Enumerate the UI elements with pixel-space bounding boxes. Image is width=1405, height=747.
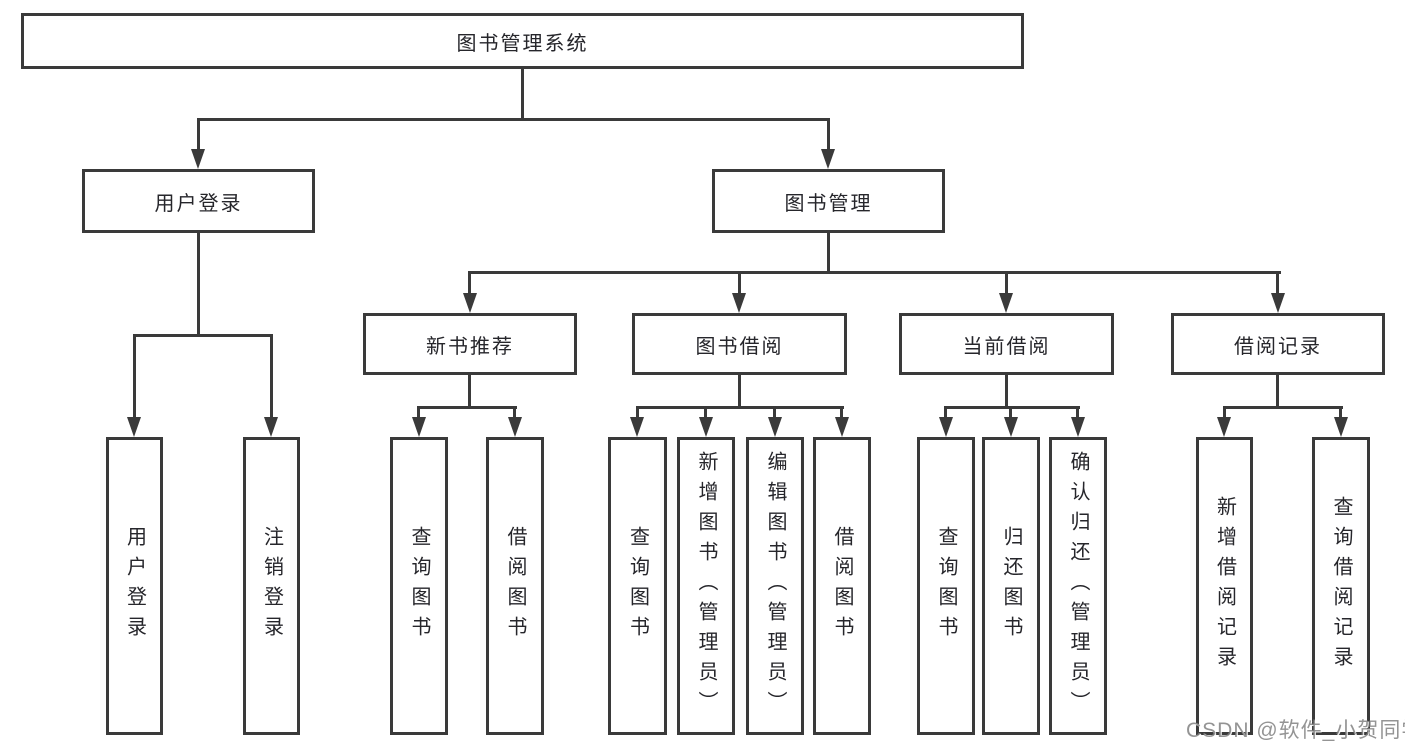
connector-line xyxy=(1223,406,1343,409)
connector-line xyxy=(468,271,1281,274)
leaf-current-return-books-label: 归还图书 xyxy=(1000,526,1022,646)
connector-line xyxy=(636,406,844,409)
leaf-borrow-add-books-admin-label: 新增图书（管理员） xyxy=(695,451,717,721)
node-root: 图书管理系统 xyxy=(21,13,1024,69)
arrow-down-icon xyxy=(630,417,644,437)
node-borrow-records: 借阅记录 xyxy=(1171,313,1385,375)
connector-line xyxy=(1009,406,1012,420)
leaf-current-confirm-return-admin: 确认归还（管理员） xyxy=(1049,437,1107,735)
connector-line xyxy=(944,406,947,420)
connector-line xyxy=(1005,271,1008,295)
connector-line xyxy=(1276,375,1279,409)
leaf-current-return-books: 归还图书 xyxy=(982,437,1040,735)
connector-line xyxy=(636,406,639,420)
node-borrow-records-label: 借阅记录 xyxy=(1234,335,1322,358)
leaf-recommend-query-books: 查询图书 xyxy=(390,437,448,735)
connector-line xyxy=(133,334,136,419)
leaf-user-login: 用户登录 xyxy=(106,437,163,735)
arrow-down-icon xyxy=(768,417,782,437)
leaf-logout-label: 注销登录 xyxy=(260,526,283,646)
connector-line xyxy=(738,375,741,409)
connector-line xyxy=(270,334,273,419)
connector-line xyxy=(197,233,200,336)
arrow-down-icon xyxy=(463,293,477,313)
connector-line xyxy=(468,271,471,295)
leaf-logout: 注销登录 xyxy=(243,437,300,735)
connector-line xyxy=(827,118,830,151)
arrow-down-icon xyxy=(191,149,205,169)
arrow-down-icon xyxy=(1334,417,1348,437)
connector-line xyxy=(417,406,420,420)
connector-line xyxy=(513,406,516,420)
leaf-records-query-record-label: 查询借阅记录 xyxy=(1330,496,1352,676)
leaf-borrow-add-books-admin: 新增图书（管理员） xyxy=(677,437,735,735)
leaf-borrow-query-books: 查询图书 xyxy=(608,437,667,735)
leaf-current-confirm-return-admin-label: 确认归还（管理员） xyxy=(1067,451,1089,721)
leaf-recommend-borrow-books: 借阅图书 xyxy=(486,437,544,735)
leaf-borrow-borrow-books-label: 借阅图书 xyxy=(831,526,853,646)
connector-line xyxy=(1005,375,1008,409)
node-book-borrow-label: 图书借阅 xyxy=(695,335,784,358)
arrow-down-icon xyxy=(699,417,713,437)
arrow-down-icon xyxy=(939,417,953,437)
node-user-login: 用户登录 xyxy=(82,169,315,233)
arrow-down-icon xyxy=(1004,417,1018,437)
connector-line xyxy=(1223,406,1226,420)
arrow-down-icon xyxy=(412,417,426,437)
connector-line xyxy=(468,375,471,409)
connector-line xyxy=(773,406,776,420)
connector-line xyxy=(133,334,273,337)
watermark: CSDN @软件_小贺同学 xyxy=(1186,719,1405,742)
connector-line xyxy=(738,271,741,295)
leaf-current-query-books: 查询图书 xyxy=(917,437,975,735)
connector-line xyxy=(1339,406,1342,420)
node-new-book-recommend: 新书推荐 xyxy=(363,313,577,375)
leaf-borrow-edit-books-admin: 编辑图书（管理员） xyxy=(746,437,804,735)
arrow-down-icon xyxy=(835,417,849,437)
leaf-records-query-record: 查询借阅记录 xyxy=(1312,437,1370,735)
leaf-records-add-record: 新增借阅记录 xyxy=(1196,437,1253,735)
arrow-down-icon xyxy=(508,417,522,437)
arrow-down-icon xyxy=(1071,417,1085,437)
arrow-down-icon xyxy=(1271,293,1285,313)
connector-line xyxy=(197,118,200,151)
leaf-recommend-query-books-label: 查询图书 xyxy=(408,526,430,646)
leaf-user-login-label: 用户登录 xyxy=(123,526,146,646)
arrow-down-icon xyxy=(127,417,141,437)
connector-line xyxy=(704,406,707,420)
arrow-down-icon xyxy=(1217,417,1231,437)
connector-line xyxy=(417,406,517,409)
connector-line xyxy=(944,406,1080,409)
connector-line xyxy=(197,118,830,121)
connector-line xyxy=(521,69,524,121)
arrow-down-icon xyxy=(732,293,746,313)
leaf-records-add-record-label: 新增借阅记录 xyxy=(1213,496,1236,676)
node-current-borrow-label: 当前借阅 xyxy=(962,335,1051,358)
arrow-down-icon xyxy=(999,293,1013,313)
arrow-down-icon xyxy=(821,149,835,169)
node-new-book-recommend-label: 新书推荐 xyxy=(426,335,514,358)
leaf-borrow-edit-books-admin-label: 编辑图书（管理员） xyxy=(764,451,786,721)
node-book-borrow: 图书借阅 xyxy=(632,313,847,375)
node-book-management: 图书管理 xyxy=(712,169,945,233)
leaf-borrow-borrow-books: 借阅图书 xyxy=(813,437,871,735)
leaf-recommend-borrow-books-label: 借阅图书 xyxy=(504,526,526,646)
leaf-current-query-books-label: 查询图书 xyxy=(935,526,957,646)
connector-line xyxy=(827,233,830,274)
node-current-borrow: 当前借阅 xyxy=(899,313,1114,375)
connector-line xyxy=(840,406,843,420)
arrow-down-icon xyxy=(264,417,278,437)
node-user-login-label: 用户登录 xyxy=(154,192,243,215)
leaf-borrow-query-books-label: 查询图书 xyxy=(626,526,649,646)
node-root-label: 图书管理系统 xyxy=(456,32,589,55)
node-book-management-label: 图书管理 xyxy=(784,192,873,215)
connector-line xyxy=(1276,271,1279,295)
connector-line xyxy=(1076,406,1079,420)
